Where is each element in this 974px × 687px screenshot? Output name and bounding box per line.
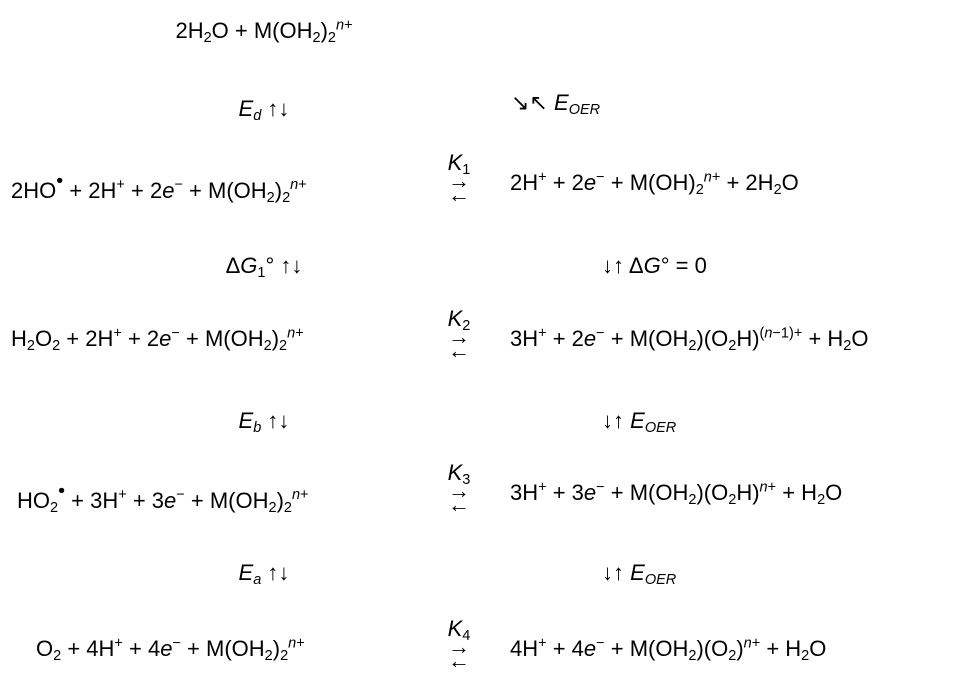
backward-arrow-icon: ← — [448, 492, 470, 517]
K3-label: K3 — [447, 460, 471, 489]
species-right-1: 2H+ + 2e− + M(OH)2n+ + 2H2O — [510, 169, 799, 199]
label-Eb: Eb ↑↓ — [238, 408, 290, 437]
equilibrium-K4: K4 → ← — [439, 618, 479, 674]
label-Ed: Ed ↑↓ — [238, 96, 290, 125]
backward-arrow-icon: ← — [448, 182, 470, 207]
K2-label: K2 — [447, 306, 471, 335]
label-Ea: Ea ↑↓ — [238, 560, 290, 589]
species-left-4: O2 + 4H+ + 4e− + M(OH2)2n+ — [36, 635, 305, 665]
species-right-4: 4H+ + 4e− + M(OH2)(O2)n+ + H2O — [510, 635, 827, 665]
forward-arrow-icon: → — [448, 634, 470, 659]
K1-label: K1 — [447, 150, 471, 179]
species-right-3: 3H+ + 3e− + M(OH2)(O2H)n+ + H2O — [510, 479, 843, 509]
diagonal-arrows-icon: ↘↖ — [511, 90, 548, 115]
backward-arrow-icon: ← — [448, 338, 470, 363]
backward-arrow-icon: ← — [448, 648, 470, 673]
forward-arrow-icon: → — [448, 478, 470, 503]
species-left-1: 2HO• + 2H+ + 2e− + M(OH2)2n+ — [11, 170, 307, 206]
species-left-2: H2O2 + 2H+ + 2e− + M(OH2)2n+ — [11, 325, 304, 355]
species-top: 2H2O + M(OH2)2n+ — [175, 17, 353, 47]
equilibrium-K2: K2 → ← — [439, 308, 479, 364]
label-dG0: ↓↑ ΔG° = 0 — [602, 253, 707, 278]
equilibrium-K1: K1 → ← — [439, 152, 479, 208]
forward-arrow-icon: → — [448, 324, 470, 349]
label-dG1: ΔG1° ↑↓ — [225, 253, 303, 282]
label-EOER-3: ↓↑ EOER — [602, 560, 677, 589]
label-EOER-diagonal: ↘↖ EOER — [511, 90, 601, 119]
label-EOER-2: ↓↑ EOER — [602, 408, 677, 437]
species-right-2: 3H+ + 2e− + M(OH2)(O2H)(n−1)+ + H2O — [510, 325, 869, 355]
species-left-3: HO2• + 3H+ + 3e− + M(OH2)2n+ — [17, 480, 309, 516]
K4-label: K4 — [447, 616, 471, 645]
equilibrium-K3: K3 → ← — [439, 462, 479, 518]
forward-arrow-icon: → — [448, 168, 470, 193]
